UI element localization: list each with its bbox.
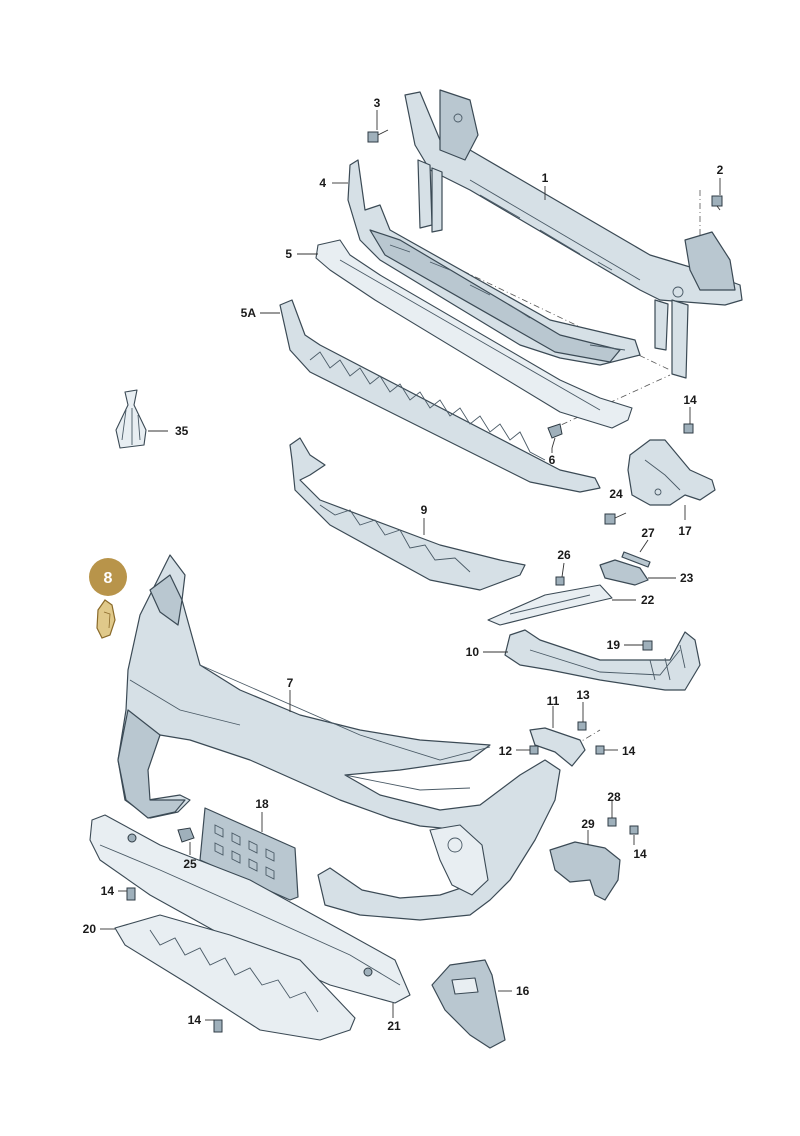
absorber-part-4[interactable]	[347, 159, 641, 366]
screw-part-14b[interactable]	[595, 745, 605, 755]
callout-2: 2	[717, 163, 724, 177]
trim-part-22[interactable]	[487, 584, 613, 626]
callout-14-b: 14	[622, 744, 636, 758]
screw-part-14d[interactable]	[126, 887, 136, 901]
callout-14-a: 14	[683, 393, 697, 407]
foam-strip-part-5[interactable]	[315, 239, 633, 429]
highlighted-part-8[interactable]: 8	[89, 558, 127, 639]
screw-part-14c[interactable]	[629, 825, 639, 835]
crossmember-part-1[interactable]	[404, 89, 743, 379]
callout-1: 1	[542, 171, 549, 185]
highlight-badge-label: 8	[104, 570, 113, 587]
callout-20: 20	[83, 922, 97, 936]
underbody-panel-part-20[interactable]	[114, 914, 356, 1041]
callout-12: 12	[499, 744, 513, 758]
callout-labels: 3 1 2 4 5 5A 35 6 14 17 24 9 26 27 23 22…	[83, 96, 724, 1033]
bracket-part-23[interactable]	[599, 559, 649, 586]
callout-9: 9	[421, 503, 428, 517]
screw-part-14a[interactable]	[683, 423, 694, 434]
callout-14-d: 14	[101, 884, 115, 898]
screw-part-12[interactable]	[529, 745, 539, 755]
leader-lines	[100, 110, 721, 1021]
callout-14-c: 14	[633, 847, 647, 861]
callout-10: 10	[466, 645, 480, 659]
clip-part-6[interactable]	[547, 423, 563, 449]
underbody-panel-part-21[interactable]	[89, 814, 411, 1004]
callout-18: 18	[255, 797, 269, 811]
callout-5: 5	[285, 247, 292, 261]
callout-22: 22	[641, 593, 655, 607]
screw-part-24[interactable]	[604, 512, 627, 525]
callout-13: 13	[576, 688, 590, 702]
bracket-part-17[interactable]	[627, 439, 716, 506]
callout-7: 7	[287, 676, 294, 690]
callout-16: 16	[516, 984, 530, 998]
absorber-part-9[interactable]	[289, 437, 526, 591]
callout-4: 4	[319, 176, 326, 190]
screw-part-2[interactable]	[711, 195, 723, 211]
callout-23: 23	[680, 571, 694, 585]
bracket-part-29[interactable]	[549, 841, 621, 901]
screw-part-13[interactable]	[577, 721, 587, 731]
screws	[126, 129, 723, 1033]
callout-28: 28	[607, 790, 621, 804]
screw-part-3[interactable]	[367, 129, 389, 143]
touch-up-bag-part-35[interactable]	[115, 389, 147, 449]
screw-part-14e[interactable]	[213, 1019, 223, 1033]
clip-part-27[interactable]	[621, 551, 651, 568]
callout-24: 24	[609, 487, 623, 501]
callout-6: 6	[549, 453, 556, 467]
license-plate-bracket-part-18[interactable]	[199, 807, 299, 901]
callout-5a: 5A	[241, 306, 257, 320]
callout-25: 25	[183, 857, 197, 871]
callout-11: 11	[547, 694, 560, 708]
callout-17: 17	[678, 524, 692, 538]
callout-19: 19	[607, 638, 621, 652]
callout-14-e: 14	[188, 1013, 202, 1027]
callout-35: 35	[175, 424, 189, 438]
screw-part-28[interactable]	[607, 817, 617, 827]
fog-trim-part-16[interactable]	[431, 959, 506, 1049]
highlight-badge	[89, 558, 127, 596]
callout-21: 21	[387, 1019, 401, 1033]
absorber-part-5a[interactable]	[279, 299, 601, 493]
clip-part-26[interactable]	[555, 576, 565, 586]
callout-3: 3	[374, 96, 381, 110]
bracket-part-10[interactable]	[504, 629, 701, 691]
callout-27: 27	[641, 526, 655, 540]
clip-part-25[interactable]	[177, 827, 195, 843]
bumper-cover-part-7[interactable]	[117, 554, 561, 921]
screw-part-19[interactable]	[642, 640, 653, 651]
callout-29: 29	[581, 817, 595, 831]
callout-26: 26	[557, 548, 571, 562]
